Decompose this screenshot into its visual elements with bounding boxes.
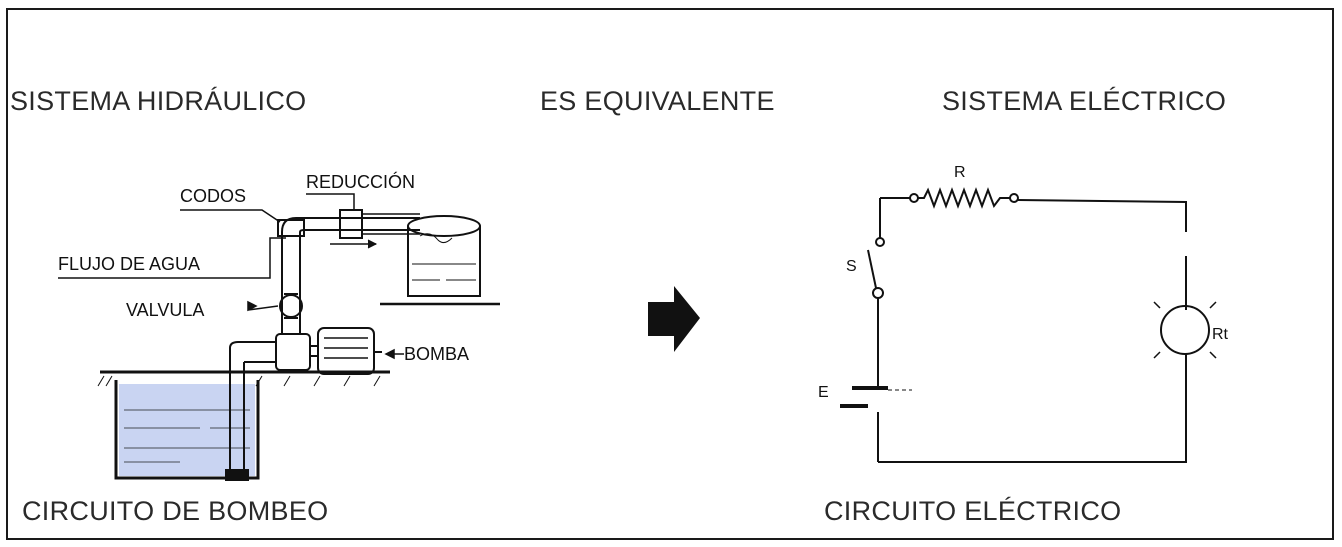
sump-water [119,384,255,476]
codos-leader [180,209,281,223]
water-tank [380,215,500,306]
lamp [1160,305,1210,355]
caption-pump-circuit: CIRCUITO DE BOMBEO [22,496,329,526]
equivalence-arrow [648,286,700,352]
label-bomba: BOMBA [404,344,470,364]
valve-body [279,294,303,318]
elbow-and-horizontal-pipe [277,209,420,249]
electric-circuit-drawing [840,187,1217,463]
resistor-zigzag [918,187,1010,209]
suction-pipe [225,341,276,481]
pump [275,327,382,375]
label-codos: CODOS [180,186,247,206]
label-resistor-r: R [954,164,966,181]
label-reduccion: REDUCCIÓN [306,172,416,192]
flujo-leader [58,237,286,279]
resistor-terminal-left [909,193,919,203]
heading-equivalent: ES EQUIVALENTE [540,86,775,116]
discharge-pipe [279,232,303,334]
switch-terminal-lower [872,287,884,299]
label-valvula: VALVULA [126,300,205,320]
switch-terminal-upper [875,237,885,247]
wire-top-right [1017,199,1187,232]
diagram-frame [6,8,1334,540]
reduccion-leader [306,193,355,210]
label-lamp-rt: Rt [1212,326,1228,343]
label-battery-e: E [818,384,829,401]
caption-electric-circuit: CIRCUITO ELÉCTRICO [824,496,1122,526]
heading-electric-system: SISTEMA ELÉCTRICO [942,86,1227,116]
switch-lever [867,249,877,289]
leader-lines [58,193,404,360]
valvula-leader [247,305,279,311]
wire-right-lower-and-bottom [878,354,1187,463]
label-switch-s: S [846,258,857,275]
heading-hydraulic-system: SISTEMA HIDRÁULICO [10,86,307,116]
label-flujo-de-agua: FLUJO DE AGUA [58,254,201,274]
hydraulic-system-drawing [58,193,500,481]
resistor-terminal-right [1009,193,1019,203]
